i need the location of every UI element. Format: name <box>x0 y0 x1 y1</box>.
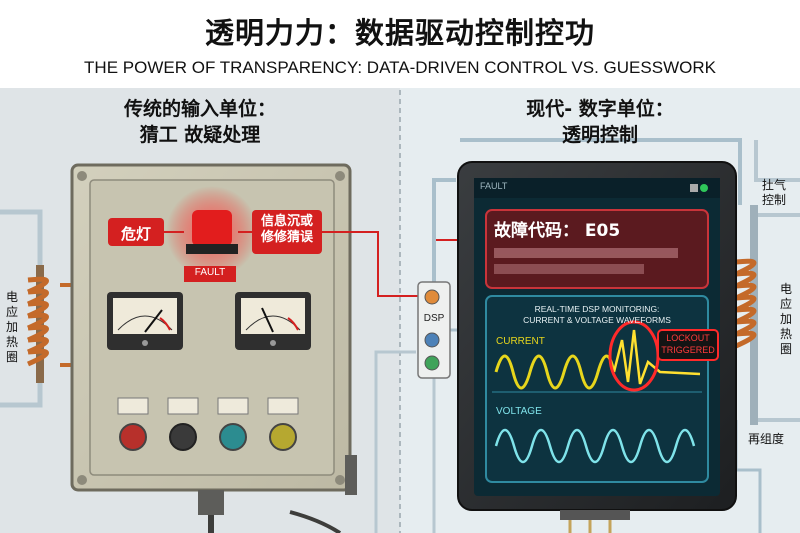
lockout-line1: LOCKOUT <box>666 333 710 343</box>
black-push-button[interactable] <box>169 423 197 451</box>
right-heater-char: 热 <box>779 327 792 341</box>
fault-callout: 信息沉或 修修猜误 <box>252 214 322 246</box>
fault-code: 故障代码： E05 <box>494 221 621 241</box>
top-right-label-line1: 扗气 <box>762 178 787 192</box>
bottom-right-label: 再组度 <box>748 432 785 446</box>
left-heading: 传统的输入单位： 猜工 故疑处理 <box>80 96 320 148</box>
analog-meter-right <box>235 292 311 350</box>
right-heater-char: 圈 <box>779 342 792 356</box>
red-push-button[interactable] <box>119 423 147 451</box>
monitor-title-line2: CURRENT & VOLTAGE WAVEFORMS <box>523 315 671 325</box>
left-heater-char: 热 <box>5 335 18 349</box>
left-heater-char: 应 <box>5 305 18 319</box>
teal-push-button[interactable] <box>219 423 247 451</box>
blurred-detail-text <box>494 248 678 274</box>
left-heater-char: 加 <box>5 320 18 334</box>
page-title: 透明力力：数据驱动控制控功 <box>204 16 595 50</box>
top-right-label: 扗气 控制 <box>762 178 786 208</box>
left-heading-line1: 传统的输入单位： <box>123 98 276 120</box>
left-heater-char: 电 <box>5 290 18 304</box>
tablet-status-label: FAULT <box>480 181 508 191</box>
page-subtitle: THE POWER OF TRANSPARENCY: DATA-DRIVEN C… <box>84 58 716 77</box>
lockout-text: LOCKOUT TRIGGERED <box>658 332 718 356</box>
right-heater-char: 加 <box>779 312 792 326</box>
top-right-label-line2: 控制 <box>762 193 787 207</box>
current-spike <box>612 329 701 385</box>
left-heater-label: 电 应 加 热 圈 <box>4 290 20 365</box>
lockout-line2: TRIGGERED <box>661 345 715 355</box>
fault-callout-box <box>252 210 322 254</box>
fault-callout-line1: 信息沉或 <box>260 214 313 229</box>
fault-tag: FAULT <box>194 267 226 278</box>
current-label: CURRENT <box>496 336 545 347</box>
current-waveform <box>494 354 616 390</box>
monitor-title: REAL-TIME DSP MONITORING: CURRENT & VOLT… <box>486 304 708 326</box>
right-heater-label: 电 应 加 热 圈 <box>778 282 794 357</box>
lamp-callout-box <box>108 218 164 246</box>
right-heading-line1: 现代- 数字单位： <box>526 98 674 120</box>
voltage-label: VOLTAGE <box>496 406 542 417</box>
right-heading: 现代- 数字单位： 透明控制 <box>480 96 720 148</box>
lockout-badge <box>657 329 719 361</box>
alarm-lamp <box>166 186 258 282</box>
right-heater-char: 电 <box>779 282 792 296</box>
right-heater-char: 应 <box>779 297 792 311</box>
fault-callout-line2: 修修猜误 <box>260 230 313 245</box>
right-heading-line2: 透明控制 <box>561 124 638 146</box>
left-heater-coil <box>0 209 72 408</box>
left-heading-line2: 猜工 故疑处理 <box>139 124 261 146</box>
monitor-title-line1: REAL-TIME DSP MONITORING: <box>534 304 660 314</box>
left-heater-char: 圈 <box>5 350 18 364</box>
yellow-push-button[interactable] <box>269 423 297 451</box>
waveform-monitor <box>485 295 709 483</box>
switch-row <box>117 397 299 415</box>
analog-meter-left <box>107 292 183 350</box>
dsp-label: DSP <box>423 313 445 324</box>
dsp-module <box>417 281 451 379</box>
lamp-label: 危灯 <box>120 225 151 243</box>
voltage-waveform <box>494 428 696 464</box>
